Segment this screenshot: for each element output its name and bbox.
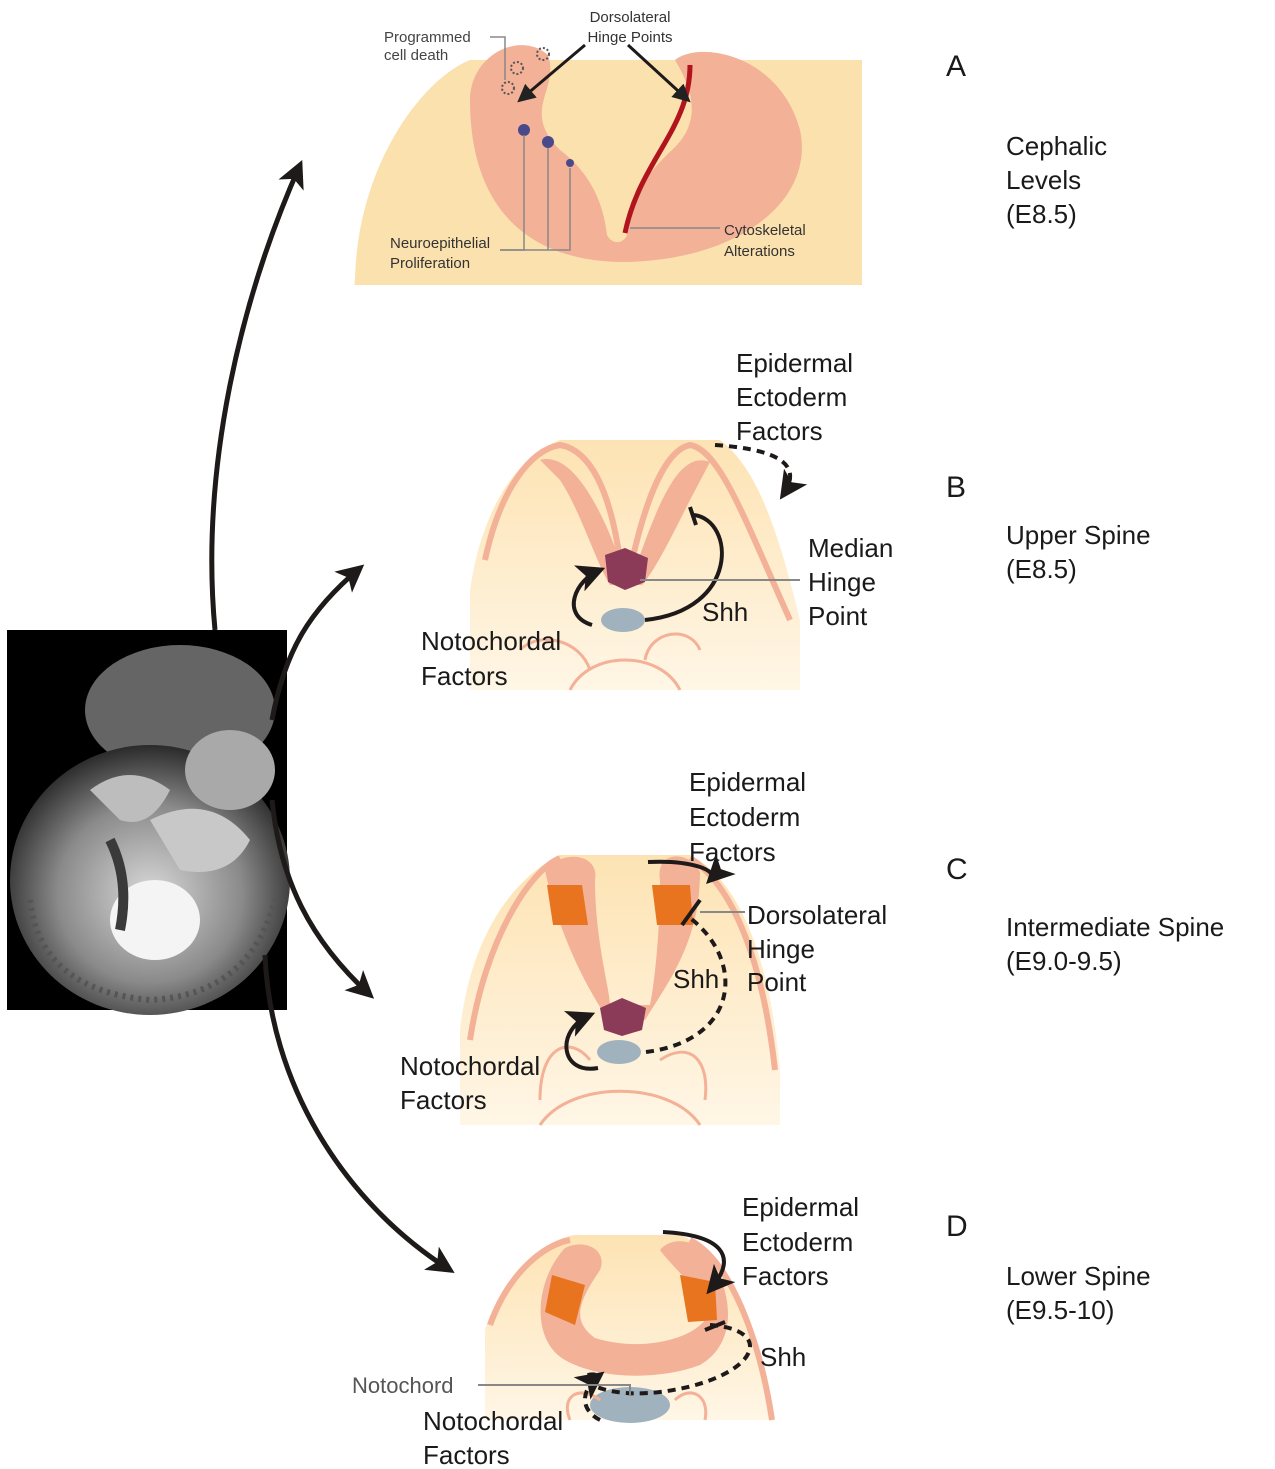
panel-b-level-label: Upper Spine <box>1006 520 1151 550</box>
panel-d-ectoderm-label: Ectoderm <box>742 1227 853 1257</box>
panel-a-cytoskeletal-label: Cytoskeletal <box>724 222 806 239</box>
panel-b-ectoderm-label: Ectoderm <box>736 382 847 412</box>
panel-a-alterations-label: Alterations <box>724 243 795 260</box>
panel-a-cell-death-label: cell death <box>384 47 448 64</box>
panel-a-stage-label: (E8.5) <box>1006 199 1077 229</box>
panel-d-stage-label: (E9.5-10) <box>1006 1295 1114 1325</box>
panel-d-level-label: Lower Spine <box>1006 1261 1151 1291</box>
panel-b-notochordal-factors-label: Factors <box>421 661 508 691</box>
panel-c-factors-label: Factors <box>689 837 776 867</box>
arrow-to-panel-a <box>212 165 300 630</box>
panel-a-dorsolateral-label: Dorsolateral <box>590 9 671 26</box>
panel-b-median-label: Median <box>808 533 893 563</box>
panel-b-letter: B <box>946 471 966 504</box>
panel-a: Dorsolateral Hinge Points Programmed cel… <box>355 9 862 285</box>
panel-c-point-label: Point <box>747 967 807 997</box>
panel-d-notochordal-factors-label: Factors <box>423 1440 510 1469</box>
panel-d <box>478 1232 775 1423</box>
panel-b-epidermal-label: Epidermal <box>736 348 853 378</box>
panel-c-shh-label: Shh <box>673 964 719 994</box>
panel-b-hinge-label: Hinge <box>808 567 876 597</box>
panel-b-notochordal-label: Notochordal <box>421 626 561 656</box>
panel-c-epidermal-label: Epidermal <box>689 767 806 797</box>
panel-a-programmed-label: Programmed <box>384 29 471 46</box>
panel-d-factors-label: Factors <box>742 1261 829 1291</box>
panel-d-epidermal-label: Epidermal <box>742 1192 859 1222</box>
panel-c-hinge-label: Hinge <box>747 934 815 964</box>
panel-b-factors-label: Factors <box>736 416 823 446</box>
panel-c <box>460 855 780 1125</box>
panel-a-level-line2: Levels <box>1006 165 1081 195</box>
panel-a-letter: A <box>946 50 966 83</box>
panel-c-notochordal-label: Notochordal <box>400 1051 540 1081</box>
panel-c-stage-label: (E9.0-9.5) <box>1006 946 1122 976</box>
panel-b-shh-label: Shh <box>702 597 748 627</box>
panel-d-notochord-label: Notochord <box>352 1373 454 1398</box>
panel-c-dorsolateral-label: Dorsolateral <box>747 900 887 930</box>
panel-d-letter: D <box>946 1210 968 1243</box>
panel-b-point-label: Point <box>808 601 868 631</box>
panel-a-neuroepithelial-label: Neuroepithelial <box>390 235 490 252</box>
panel-a-level-label: Cephalic <box>1006 131 1107 161</box>
panel-c-level-label: Intermediate Spine <box>1006 912 1224 942</box>
panel-b-stage-label: (E8.5) <box>1006 554 1077 584</box>
panel-c-notochordal-factors-label: Factors <box>400 1085 487 1115</box>
panel-d-notochordal-label: Notochordal <box>423 1406 563 1436</box>
panel-a-proliferation-label: Proliferation <box>390 255 470 272</box>
panel-a-hinge-points-label: Hinge Points <box>587 29 672 46</box>
panel-c-letter: C <box>946 853 968 886</box>
panel-c-ectoderm-label: Ectoderm <box>689 802 800 832</box>
embryo-photo <box>7 630 290 1015</box>
panel-d-shh-label: Shh <box>760 1342 806 1372</box>
